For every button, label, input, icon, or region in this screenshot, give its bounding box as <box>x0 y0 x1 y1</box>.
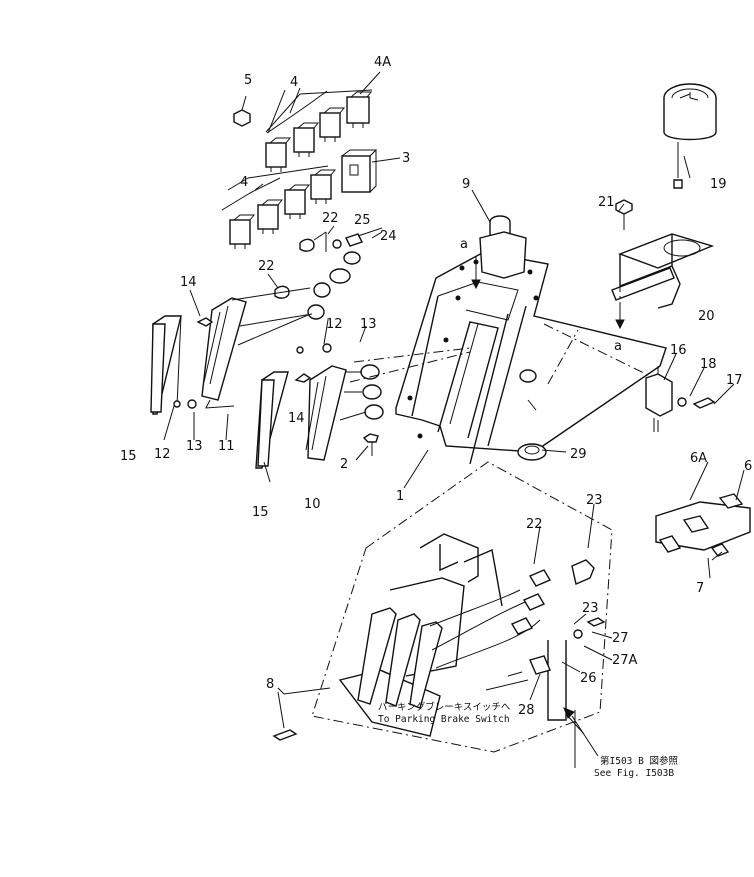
callout-21: 21 <box>598 195 615 210</box>
callout-4-top: 4 <box>290 75 298 90</box>
small-fittings-upper <box>299 227 383 252</box>
relay-3 <box>341 149 378 193</box>
callout-6: 6 <box>744 459 752 474</box>
callout-3: 3 <box>402 151 410 166</box>
callout-24: 24 <box>380 229 397 244</box>
bracket-20 <box>611 233 715 309</box>
callout-23-lower: 23 <box>582 601 599 616</box>
relay-module-6 <box>655 493 751 561</box>
callout-15-left: 15 <box>120 449 137 464</box>
callout-6a: 6A <box>690 451 707 466</box>
callout-1: 1 <box>396 489 404 504</box>
callout-labels: 1 2 3 4 4 4A 5 6 6A 7 8 9 10 11 12 12 13… <box>120 55 752 718</box>
callout-29: 29 <box>570 447 587 462</box>
callout-11: 11 <box>218 439 235 454</box>
relay-group-top <box>265 87 373 172</box>
callout-20: 20 <box>698 309 715 324</box>
relay-group-middle <box>221 169 337 249</box>
reference-a-arrows <box>471 256 625 757</box>
callout-7: 7 <box>696 581 704 596</box>
callout-14-lower: 14 <box>288 411 305 426</box>
callout-16: 16 <box>670 343 687 358</box>
bolt-21 <box>615 199 633 230</box>
callout-8: 8 <box>266 677 274 692</box>
callout-12-left: 12 <box>154 447 171 462</box>
bolt-2 <box>362 433 379 456</box>
figure-ref-en: See Fig. I503B <box>594 768 674 779</box>
grommet-29 <box>517 443 547 461</box>
callout-15-right: 15 <box>252 505 269 520</box>
callout-2: 2 <box>340 457 348 472</box>
switch-9 <box>479 215 527 279</box>
lower-assembly <box>311 461 613 768</box>
figure-ref-jp: 第I503 B 図参照 <box>600 755 679 767</box>
callout-22-lower: 22 <box>258 259 275 274</box>
callout-25: 25 <box>354 213 371 228</box>
screws-left <box>173 317 332 409</box>
connector-block-11 <box>201 287 313 409</box>
callout-10: 10 <box>304 497 321 512</box>
reference-a-upper: a <box>460 237 468 252</box>
callout-27: 27 <box>612 631 629 646</box>
callout-12-right: 12 <box>326 317 343 332</box>
callout-19: 19 <box>710 177 727 192</box>
callout-23-upper: 23 <box>586 493 603 508</box>
callout-26: 26 <box>580 671 597 686</box>
parking-brake-note-en: To Parking Brake Switch <box>378 714 510 725</box>
meter-19 <box>663 83 717 189</box>
callout-13-left: 13 <box>186 439 203 454</box>
parking-brake-note-jp: パーキングブレーキスイッチへ <box>378 701 511 713</box>
callout-27a: 27A <box>612 653 638 668</box>
callout-9: 9 <box>462 177 470 192</box>
callout-18: 18 <box>700 357 717 372</box>
callout-leaders <box>163 71 745 701</box>
cover-15-left <box>150 315 182 415</box>
callout-22-assembly: 22 <box>526 517 543 532</box>
callout-4-middle: 4 <box>240 175 248 190</box>
callout-28: 28 <box>518 703 535 718</box>
callout-17: 17 <box>726 373 743 388</box>
callout-22-upper: 22 <box>322 211 339 226</box>
connector-block-10 <box>294 364 384 461</box>
cover-15-right <box>255 371 289 469</box>
callout-13-right: 13 <box>360 317 377 332</box>
annotation-notes: パーキングブレーキスイッチへ To Parking Brake Switch 第… <box>378 701 679 779</box>
pin-8 <box>272 691 298 741</box>
callout-4a: 4A <box>374 55 391 70</box>
switch-16 <box>645 366 716 432</box>
reference-a-lower: a <box>614 339 622 354</box>
callout-14-upper: 14 <box>180 275 197 290</box>
callout-5: 5 <box>244 73 252 88</box>
bolt-5 <box>233 95 251 127</box>
grommets <box>307 251 361 320</box>
